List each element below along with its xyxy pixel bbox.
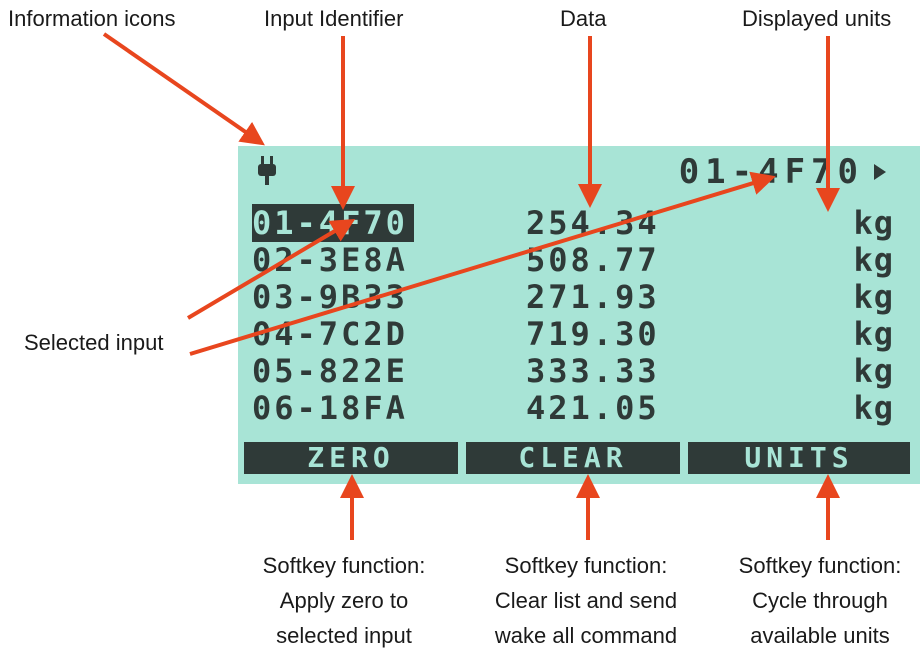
input-value: 333.33 — [526, 352, 660, 390]
input-id: 05-822E — [252, 352, 408, 390]
softkey-note-units: Softkey function: Cycle through availabl… — [718, 548, 922, 653]
softkey-note-line: Softkey function: — [738, 553, 902, 578]
input-row[interactable]: 06-18FA 421.05 kg — [238, 389, 920, 427]
softkey-bar: ZERO CLEAR UNITS — [238, 442, 920, 474]
input-id: 04-7C2D — [252, 315, 408, 353]
input-value: 719.30 — [526, 315, 660, 353]
input-unit: kg — [853, 278, 894, 316]
input-unit: kg — [853, 204, 894, 242]
callout-input-identifier: Input Identifier — [264, 6, 404, 31]
input-unit: kg — [853, 352, 894, 390]
units-softkey[interactable]: UNITS — [688, 442, 910, 474]
input-value: 421.05 — [526, 389, 660, 427]
arrow-selected-input-to-row — [186, 218, 356, 320]
zero-softkey[interactable]: ZERO — [244, 442, 458, 474]
input-unit: kg — [853, 389, 894, 427]
softkey-note-line: Cycle through — [752, 588, 888, 613]
plug-icon — [258, 156, 276, 185]
input-unit: kg — [853, 241, 894, 279]
play-icon — [874, 164, 886, 180]
callout-displayed-units: Displayed units — [742, 6, 892, 31]
arrow-information-icons — [102, 32, 265, 146]
softkey-note-line: wake all command — [494, 623, 678, 648]
softkey-note-zero: Softkey function: Apply zero to selected… — [236, 548, 452, 653]
softkey-note-line: Clear list and send — [494, 588, 678, 613]
softkey-note-line: available units — [750, 623, 890, 648]
clear-softkey[interactable]: CLEAR — [466, 442, 680, 474]
input-value: 271.93 — [526, 278, 660, 316]
arrow-selected-input-to-header — [189, 171, 776, 356]
input-id: 06-18FA — [252, 389, 408, 427]
softkey-note-line: selected input — [276, 623, 412, 648]
softkey-note-line: Apply zero to — [279, 588, 409, 613]
input-unit: kg — [853, 315, 894, 353]
callout-information-icons: Information icons — [8, 6, 176, 31]
softkey-note-clear: Softkey function: Clear list and send wa… — [470, 548, 702, 653]
softkey-note-line: Softkey function: — [504, 553, 668, 578]
softkey-note-line: Softkey function: — [262, 553, 426, 578]
callout-selected-input: Selected input — [24, 330, 164, 355]
input-row[interactable]: 02-3E8A 508.77 kg — [238, 241, 920, 279]
input-row[interactable]: 03-9B33 271.93 kg — [238, 278, 920, 316]
input-id: 02-3E8A — [252, 241, 408, 279]
input-row[interactable]: 04-7C2D 719.30 kg — [238, 315, 920, 353]
callout-data: Data — [560, 6, 607, 31]
input-row[interactable]: 05-822E 333.33 kg — [238, 352, 920, 390]
input-value: 254.34 — [526, 204, 660, 242]
